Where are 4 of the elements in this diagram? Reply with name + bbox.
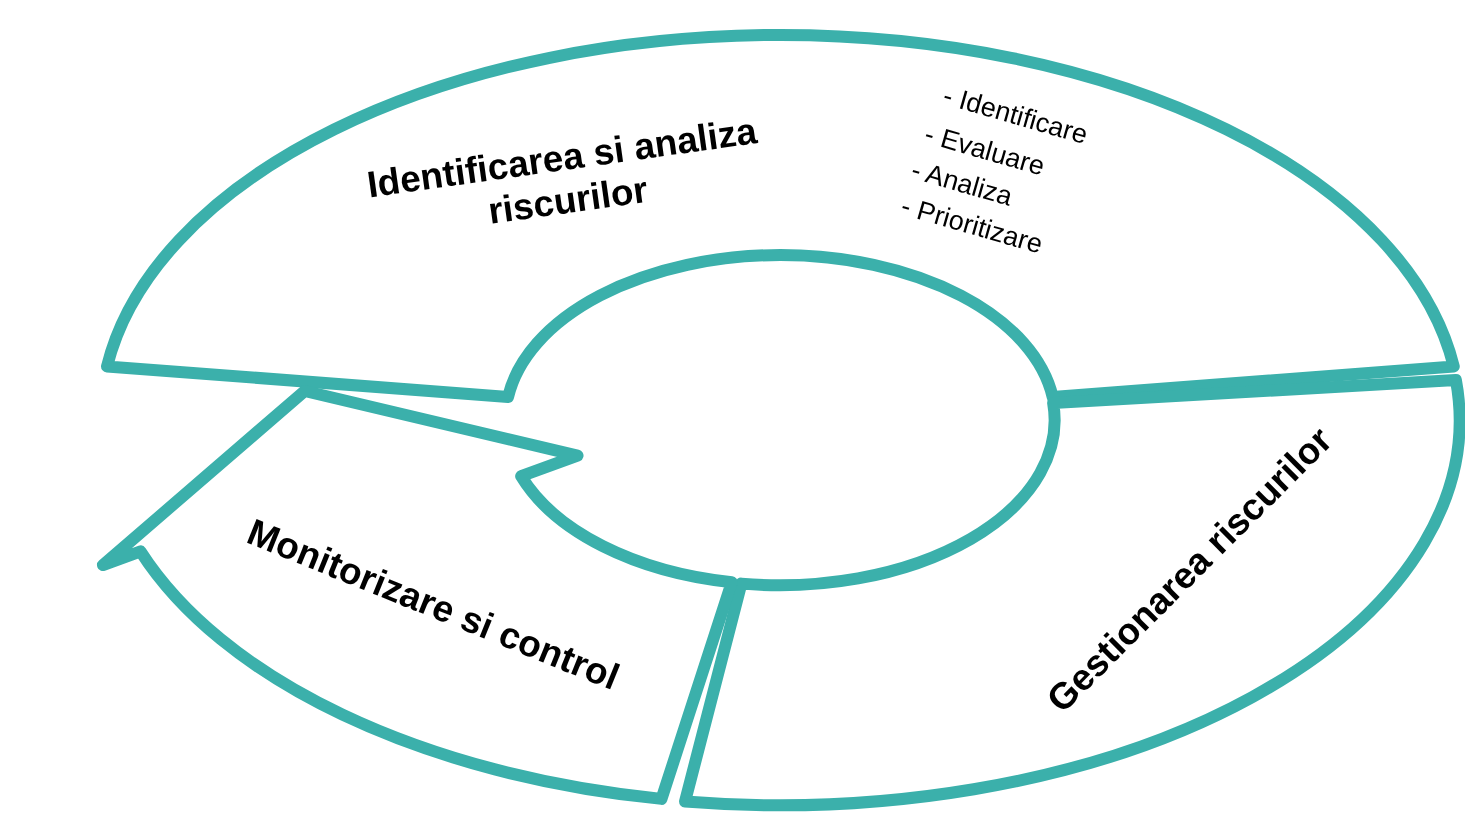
cycle-arrow-segment (97, 385, 739, 806)
cycle-segment (100, 29, 1460, 404)
segment-title: Identificarea si analiza riscurilor (363, 109, 761, 234)
cycle-segment (679, 373, 1465, 811)
